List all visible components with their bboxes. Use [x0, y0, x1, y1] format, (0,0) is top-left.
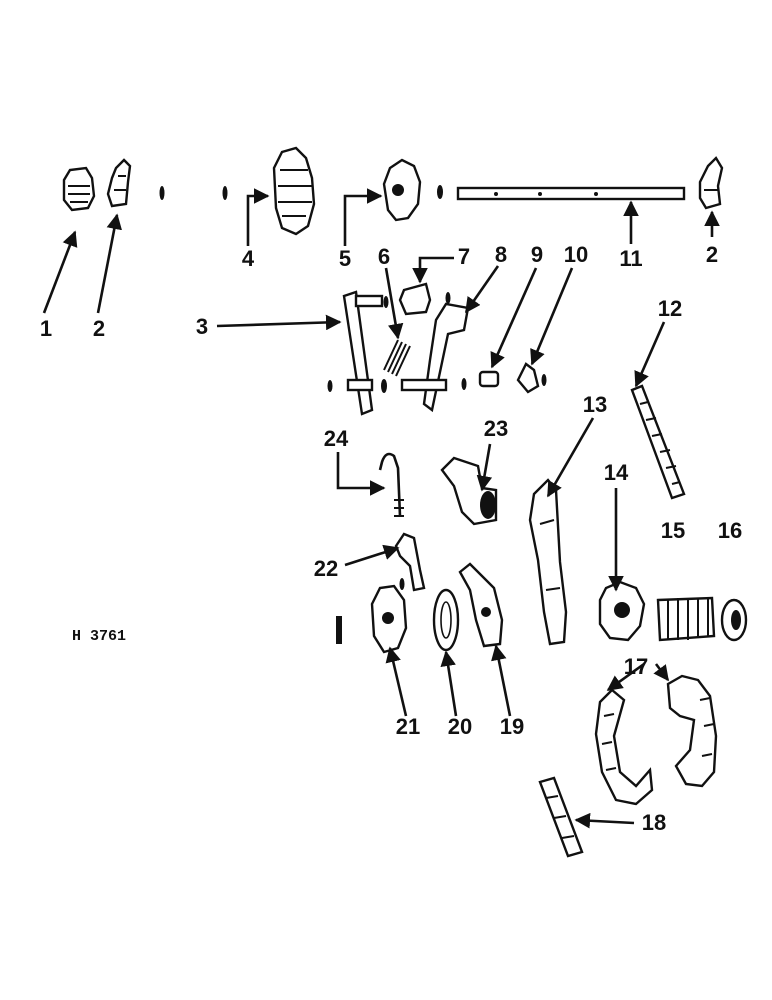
callout-19: 19 — [500, 714, 524, 739]
part-8-arm-plate — [400, 302, 470, 413]
part-5-sprocket — [382, 158, 443, 222]
part-12-roller-chain — [630, 384, 686, 500]
callout-21: 21 — [396, 714, 420, 739]
part-22-hook — [394, 532, 426, 592]
callout-17: 17 — [624, 654, 648, 679]
spacer-pin — [336, 616, 342, 644]
callout-7: 7 — [458, 244, 470, 269]
part-1-small-gear — [62, 166, 96, 212]
callout-22: 22 — [314, 556, 338, 581]
callout-8: 8 — [495, 242, 507, 267]
callout-23: 23 — [484, 416, 508, 441]
callout-16: 16 — [718, 518, 742, 543]
part-6-spring — [383, 339, 411, 377]
part-4-large-gear — [272, 146, 316, 236]
part-23-bell-crank — [440, 456, 498, 526]
callout-5: 5 — [339, 246, 351, 271]
callout-20: 20 — [448, 714, 472, 739]
part-3-lever-arm — [327, 290, 387, 416]
part-10-latch — [516, 362, 547, 394]
callout-14: 14 — [604, 460, 629, 485]
part-2-bracket-left — [106, 158, 132, 208]
part-13-long-arm — [528, 478, 568, 646]
part-14-sprocket — [598, 580, 646, 642]
callout-18: 18 — [642, 810, 666, 835]
callout-4: 4 — [242, 246, 255, 271]
callout-9: 9 — [531, 242, 543, 267]
drawing-code: H 3761 — [72, 628, 126, 645]
part-17-chain-guide-left — [594, 688, 654, 806]
callout-12: 12 — [658, 296, 682, 321]
callout-6: 6 — [378, 244, 390, 269]
washer-pair-top — [159, 186, 228, 200]
callout-3: 3 — [196, 314, 208, 339]
part-20-washer — [432, 588, 460, 652]
part-16-collar — [720, 598, 748, 642]
part-9-block — [478, 370, 500, 388]
callout-2-right: 2 — [706, 242, 718, 267]
callout-15: 15 — [661, 518, 685, 543]
part-2-bracket-right — [698, 156, 724, 210]
callout-24: 24 — [324, 426, 349, 451]
callout-1: 1 — [40, 316, 52, 341]
part-17-chain-guide-right — [666, 674, 718, 788]
part-15-spring — [656, 596, 716, 642]
part-24-hook-rod — [378, 452, 404, 517]
part-19-cam-plate — [458, 562, 504, 648]
callout-10: 10 — [564, 242, 588, 267]
part-21-sprocket-hub — [370, 584, 408, 654]
part-18-short-chain — [538, 776, 584, 858]
callout-11: 11 — [619, 246, 642, 271]
callout-labels: 1 2 2 3 4 5 6 7 8 9 10 11 12 13 14 15 16… — [40, 242, 742, 835]
callout-2-left: 2 — [93, 316, 105, 341]
callout-13: 13 — [583, 392, 607, 417]
leader-lines — [42, 188, 720, 829]
part-7-bushing — [383, 282, 451, 316]
part-11-shaft — [456, 186, 686, 201]
